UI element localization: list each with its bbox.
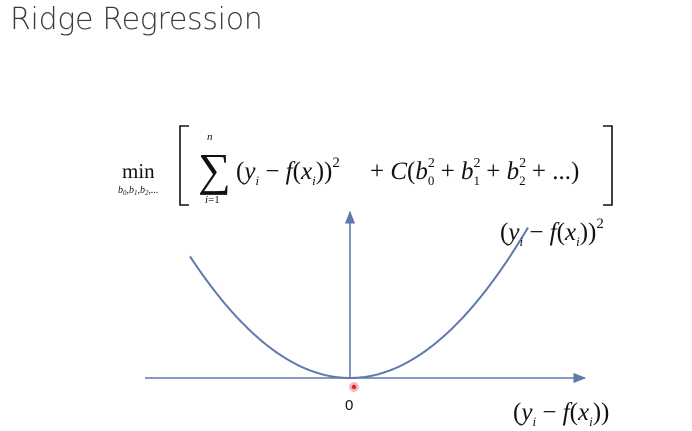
curve-label: (yi − f(xi))2 [500, 216, 604, 249]
objective-equation: min b0,b1,b2,... n ∑ i=1 (yi − f(xi))2 +… [118, 125, 613, 206]
x-axis-label: (yi − f(xi)) [513, 399, 609, 429]
cursor-dot [351, 384, 357, 390]
min-subscript: b0,b1,b2,... [118, 185, 159, 197]
summation-sign: ∑ [198, 144, 231, 195]
squared-error-curve [189, 226, 529, 379]
loss-term: (yi − f(xi))2 [236, 155, 340, 188]
sum-lower-limit: i=1 [205, 194, 220, 206]
min-operator: min [122, 159, 155, 183]
origin-label: 0 [345, 397, 353, 414]
slide-title: Ridge Regression [10, 2, 263, 37]
right-bracket [603, 125, 613, 206]
sum-upper-limit: n [207, 131, 213, 143]
left-bracket [179, 125, 189, 206]
